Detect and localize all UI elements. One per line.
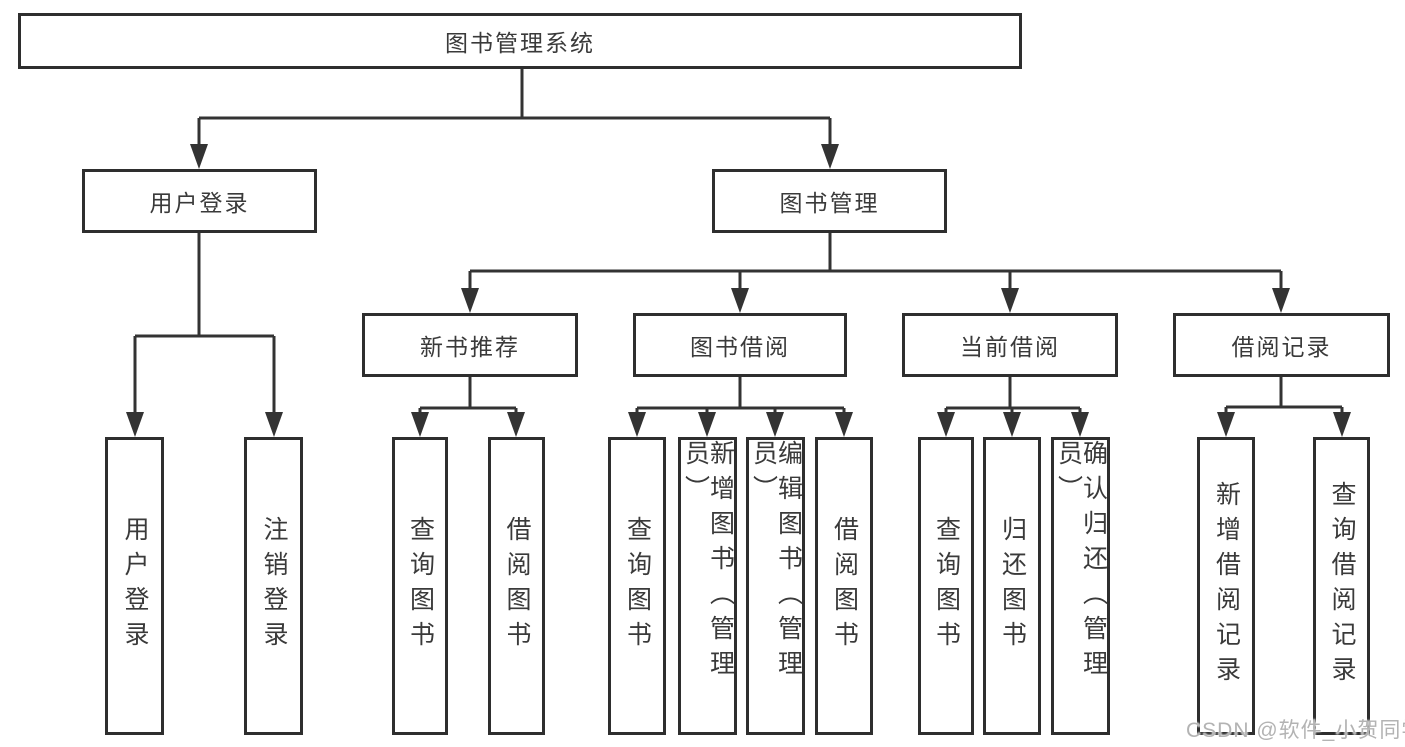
node-borrow-records: 借阅记录 [1173, 313, 1390, 377]
leaf-confirm-return-admin: 确认归还（管理员） [1051, 437, 1110, 735]
leaf-return-book: 归还图书 [983, 437, 1041, 735]
leaf-user-login: 用户登录 [105, 437, 164, 735]
leaf-add-borrow-record: 新增借阅记录 [1197, 437, 1255, 735]
leaf-query-borrow-record: 查询借阅记录 [1313, 437, 1370, 735]
node-user-login: 用户登录 [82, 169, 317, 233]
leaf-borrow-books-1: 借阅图书 [488, 437, 545, 735]
node-book-management: 图书管理 [712, 169, 947, 233]
leaf-add-book-admin: 新增图书（管理员） [678, 437, 737, 735]
node-current-borrowing: 当前借阅 [902, 313, 1118, 377]
arrowheads [126, 144, 1351, 437]
leaf-logout: 注销登录 [244, 437, 303, 735]
node-new-book-recommend: 新书推荐 [362, 313, 578, 377]
leaf-query-books-3: 查询图书 [918, 437, 974, 735]
leaf-edit-book-admin: 编辑图书（管理员） [746, 437, 805, 735]
node-book-borrowing: 图书借阅 [633, 313, 847, 377]
leaf-query-books-2: 查询图书 [608, 437, 666, 735]
csdn-watermark: CSDN @软件_小贺同学 [1186, 719, 1405, 742]
leaf-borrow-books-2: 借阅图书 [815, 437, 873, 735]
node-library-system: 图书管理系统 [18, 13, 1022, 69]
leaf-query-books-1: 查询图书 [392, 437, 448, 735]
